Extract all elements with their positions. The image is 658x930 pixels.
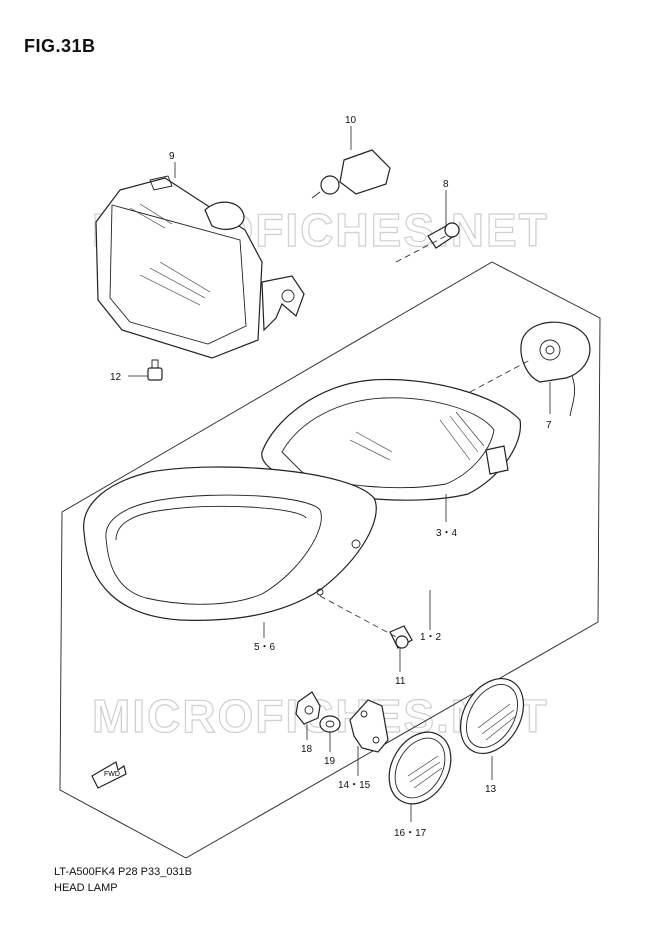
headlamp-unit xyxy=(95,175,305,359)
callout-14-15: 14・15 xyxy=(338,780,371,791)
bracket xyxy=(349,699,389,753)
bulb xyxy=(311,149,391,199)
callout-3-4: 3・4 xyxy=(436,528,458,539)
screw-11 xyxy=(389,625,413,649)
callout-9: 9 xyxy=(169,151,175,162)
callout-13: 13 xyxy=(485,784,497,795)
callout-18: 18 xyxy=(301,744,313,755)
callout-19: 19 xyxy=(324,756,336,767)
socket-screw xyxy=(427,222,460,249)
figure-code: LT-A500FK4 P28 P33_031B xyxy=(54,866,193,878)
figure-caption: HEAD LAMP xyxy=(54,882,118,894)
figure-title: FIG.31B xyxy=(24,36,96,56)
nut-18 xyxy=(295,691,321,725)
lamp-housing xyxy=(261,378,522,501)
screw-12 xyxy=(147,359,163,381)
fwd-label: FWD xyxy=(104,771,120,778)
callout-12: 12 xyxy=(110,372,122,383)
callout-16-17: 16・17 xyxy=(394,828,427,839)
callout-5-6: 5・6 xyxy=(254,642,276,653)
collar-19 xyxy=(319,715,341,733)
callout-8: 8 xyxy=(443,179,449,190)
assembly-outline xyxy=(59,261,601,859)
reflector-13 xyxy=(459,678,525,754)
callout-11: 11 xyxy=(395,676,406,687)
lamp-bezel xyxy=(83,466,377,621)
callout-7: 7 xyxy=(546,420,552,431)
lamp-socket xyxy=(520,321,591,417)
forward-arrow-icon: FWD xyxy=(91,761,127,789)
callout-10: 10 xyxy=(345,115,357,126)
reflector-16-17 xyxy=(388,731,452,805)
callout-1-2: 1・2 xyxy=(420,632,442,643)
